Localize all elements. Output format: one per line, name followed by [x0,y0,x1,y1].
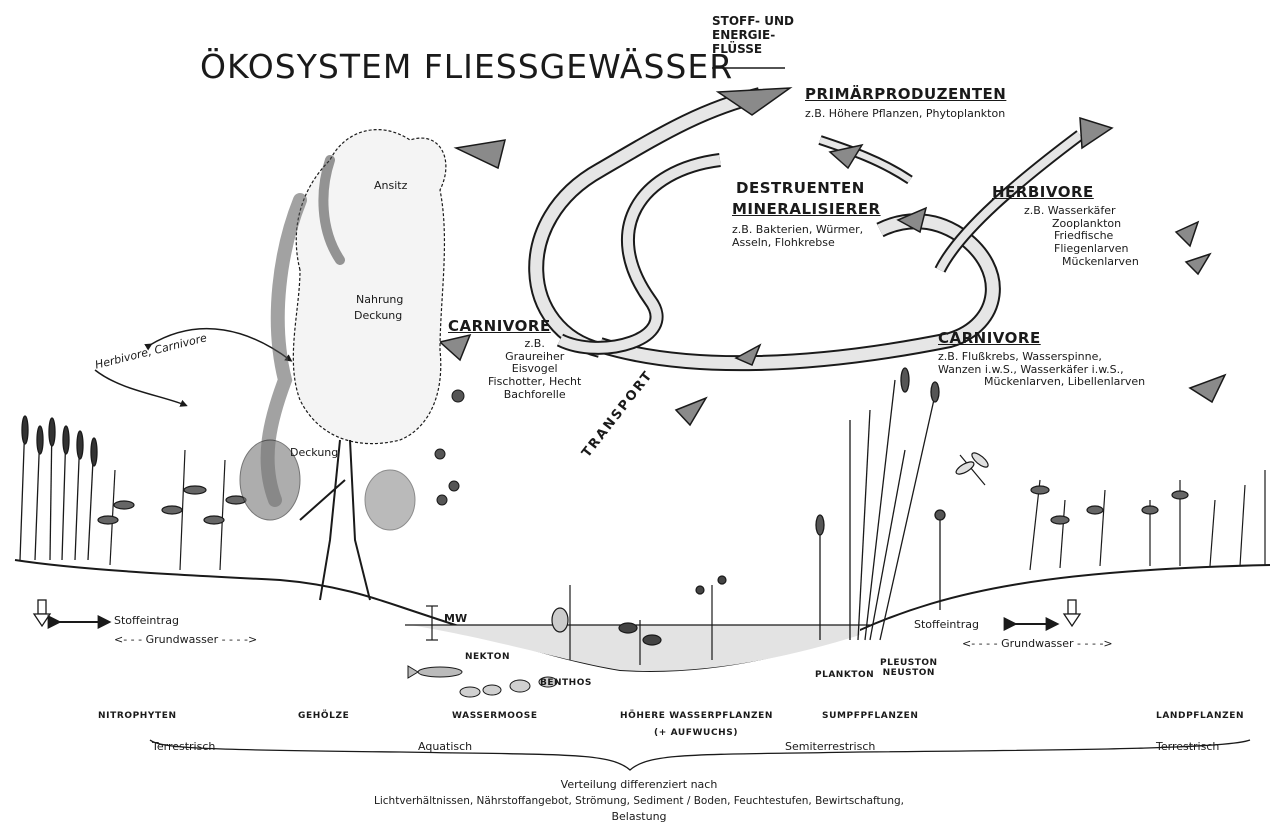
stoffeintrag-left: Stoffeintrag [114,615,179,628]
primaerproduzenten-examples: z.B. Höhere Pflanzen, Phytoplankton [805,108,1005,121]
herbivore-carnivore-arc-lower [95,370,185,405]
footer-line-2: Lichtverhältnissen, Nährstoffangebot, St… [0,795,1278,807]
carnivore-right-heading: CARNIVORE [938,330,1041,347]
footer-line-1: Verteilung differenziert nach [0,779,1278,792]
footer-line-3: Belastung [0,811,1278,824]
water-body [410,625,860,671]
stoffeintrag-right: Stoffeintrag [914,619,979,632]
flows-heading-line-2: ENERGIE- [712,29,794,43]
grundwasser-left: <- - - Grundwasser - - - -> [114,634,257,647]
zone-wassermoose: WASSERMOOSE [452,711,538,721]
herbivore-example-4: Fliegenlarven [1024,243,1139,256]
tree-label-deckung-top: Deckung [354,310,402,323]
grundwasser-right: <- - - - Grundwasser - - - -> [962,638,1113,651]
zone-landpflanzen: LANDPFLANZEN [1156,711,1244,721]
range-terrestrisch-left: Terrestrisch [152,741,215,754]
mineralisierer-heading: MINERALISIERER [732,201,881,218]
herbivore-example-1: z.B. Wasserkäfer [1024,205,1139,218]
destruenten-examples: z.B. Bakterien, Würmer, Asseln, Flohkreb… [732,224,863,249]
carnivore-left-heading: CARNIVORE [448,318,551,335]
swamp-plants [816,368,945,640]
zone-hoehere-wasserpflanzen: HÖHERE WASSERPFLANZEN [620,711,773,721]
range-semiterrestrisch: Semiterrestrisch [785,741,875,754]
herbivore-examples: z.B. Wasserkäfer Zooplankton Friedfische… [1024,205,1139,268]
carnivore-left-example-5: Bachforelle [488,389,581,402]
zone-gehoelze: GEHÖLZE [298,711,349,721]
zone-sumpfpflanzen: SUMPFPFLANZEN [822,711,918,721]
page-title: ÖKOSYSTEM FLIESSGEWÄSSER [200,48,733,86]
zone-aufwuchs: (+ AUFWUCHS) [654,728,738,738]
range-terrestrisch-right: Terrestrisch [1156,741,1219,754]
mw-label: MW [444,613,467,626]
mw-marker [426,606,438,640]
pleuston-label-1: PLEUSTON [880,658,938,668]
fish [408,666,462,678]
carnivore-left-example-4: Fischotter, Hecht [488,376,581,389]
flows-heading-line-1: STOFF- UND [712,15,794,29]
range-brace [150,740,1250,770]
grundwasser-right-text: Grundwasser [1001,637,1073,650]
tree-label-ansitz: Ansitz [374,180,407,193]
flows-heading-line-3: FLÜSSE [712,43,794,57]
zone-nitrophyten: NITROPHYTEN [98,711,177,721]
destruenten-heading: DESTRUENTEN [736,180,865,197]
tree-trunk [300,440,370,600]
tree-label-nahrung: Nahrung [356,294,403,307]
carnivore-right-example-1: z.B. Flußkrebs, Wasserspinne, [938,351,1145,364]
pleuston-label-2: NEUSTON [880,668,938,678]
pleuston-label: PLEUSTON NEUSTON [880,658,938,679]
reed-plants-left [20,416,97,560]
benthos-label: BENTHOS [540,678,592,688]
land-plants [1030,470,1265,570]
plankton-label: PLANKTON [815,670,874,680]
carnivore-left-examples: z.B. Graureiher Eisvogel Fischotter, Hec… [488,338,581,401]
primaerproduzenten-heading: PRIMÄRPRODUZENTEN [805,86,1006,103]
dragonfly [954,451,990,485]
herbivore-heading: HERBIVORE [992,184,1094,201]
herb-plants-left [98,450,246,570]
flows-heading: STOFF- UND ENERGIE- FLÜSSE [712,15,794,56]
carnivore-left-example-1: z.B. [488,338,581,351]
berries [435,390,464,505]
herbivore-example-5: Mückenlarven [1024,256,1139,269]
right-input-arrows [1012,600,1080,626]
grundwasser-left-text: Grundwasser [146,633,218,646]
left-input-arrows [34,600,106,626]
carnivore-right-examples: z.B. Flußkrebs, Wasserspinne, Wanzen i.w… [938,351,1145,389]
destruenten-example-1: z.B. Bakterien, Würmer, [732,224,863,237]
nekton-label: NEKTON [465,652,510,662]
range-aquatisch: Aquatisch [418,741,472,754]
tree-label-deckung-low: Deckung [290,447,338,460]
carnivore-right-example-3: Mückenlarven, Libellenlarven [938,376,1145,389]
destruenten-example-2: Asseln, Flohkrebse [732,237,863,250]
